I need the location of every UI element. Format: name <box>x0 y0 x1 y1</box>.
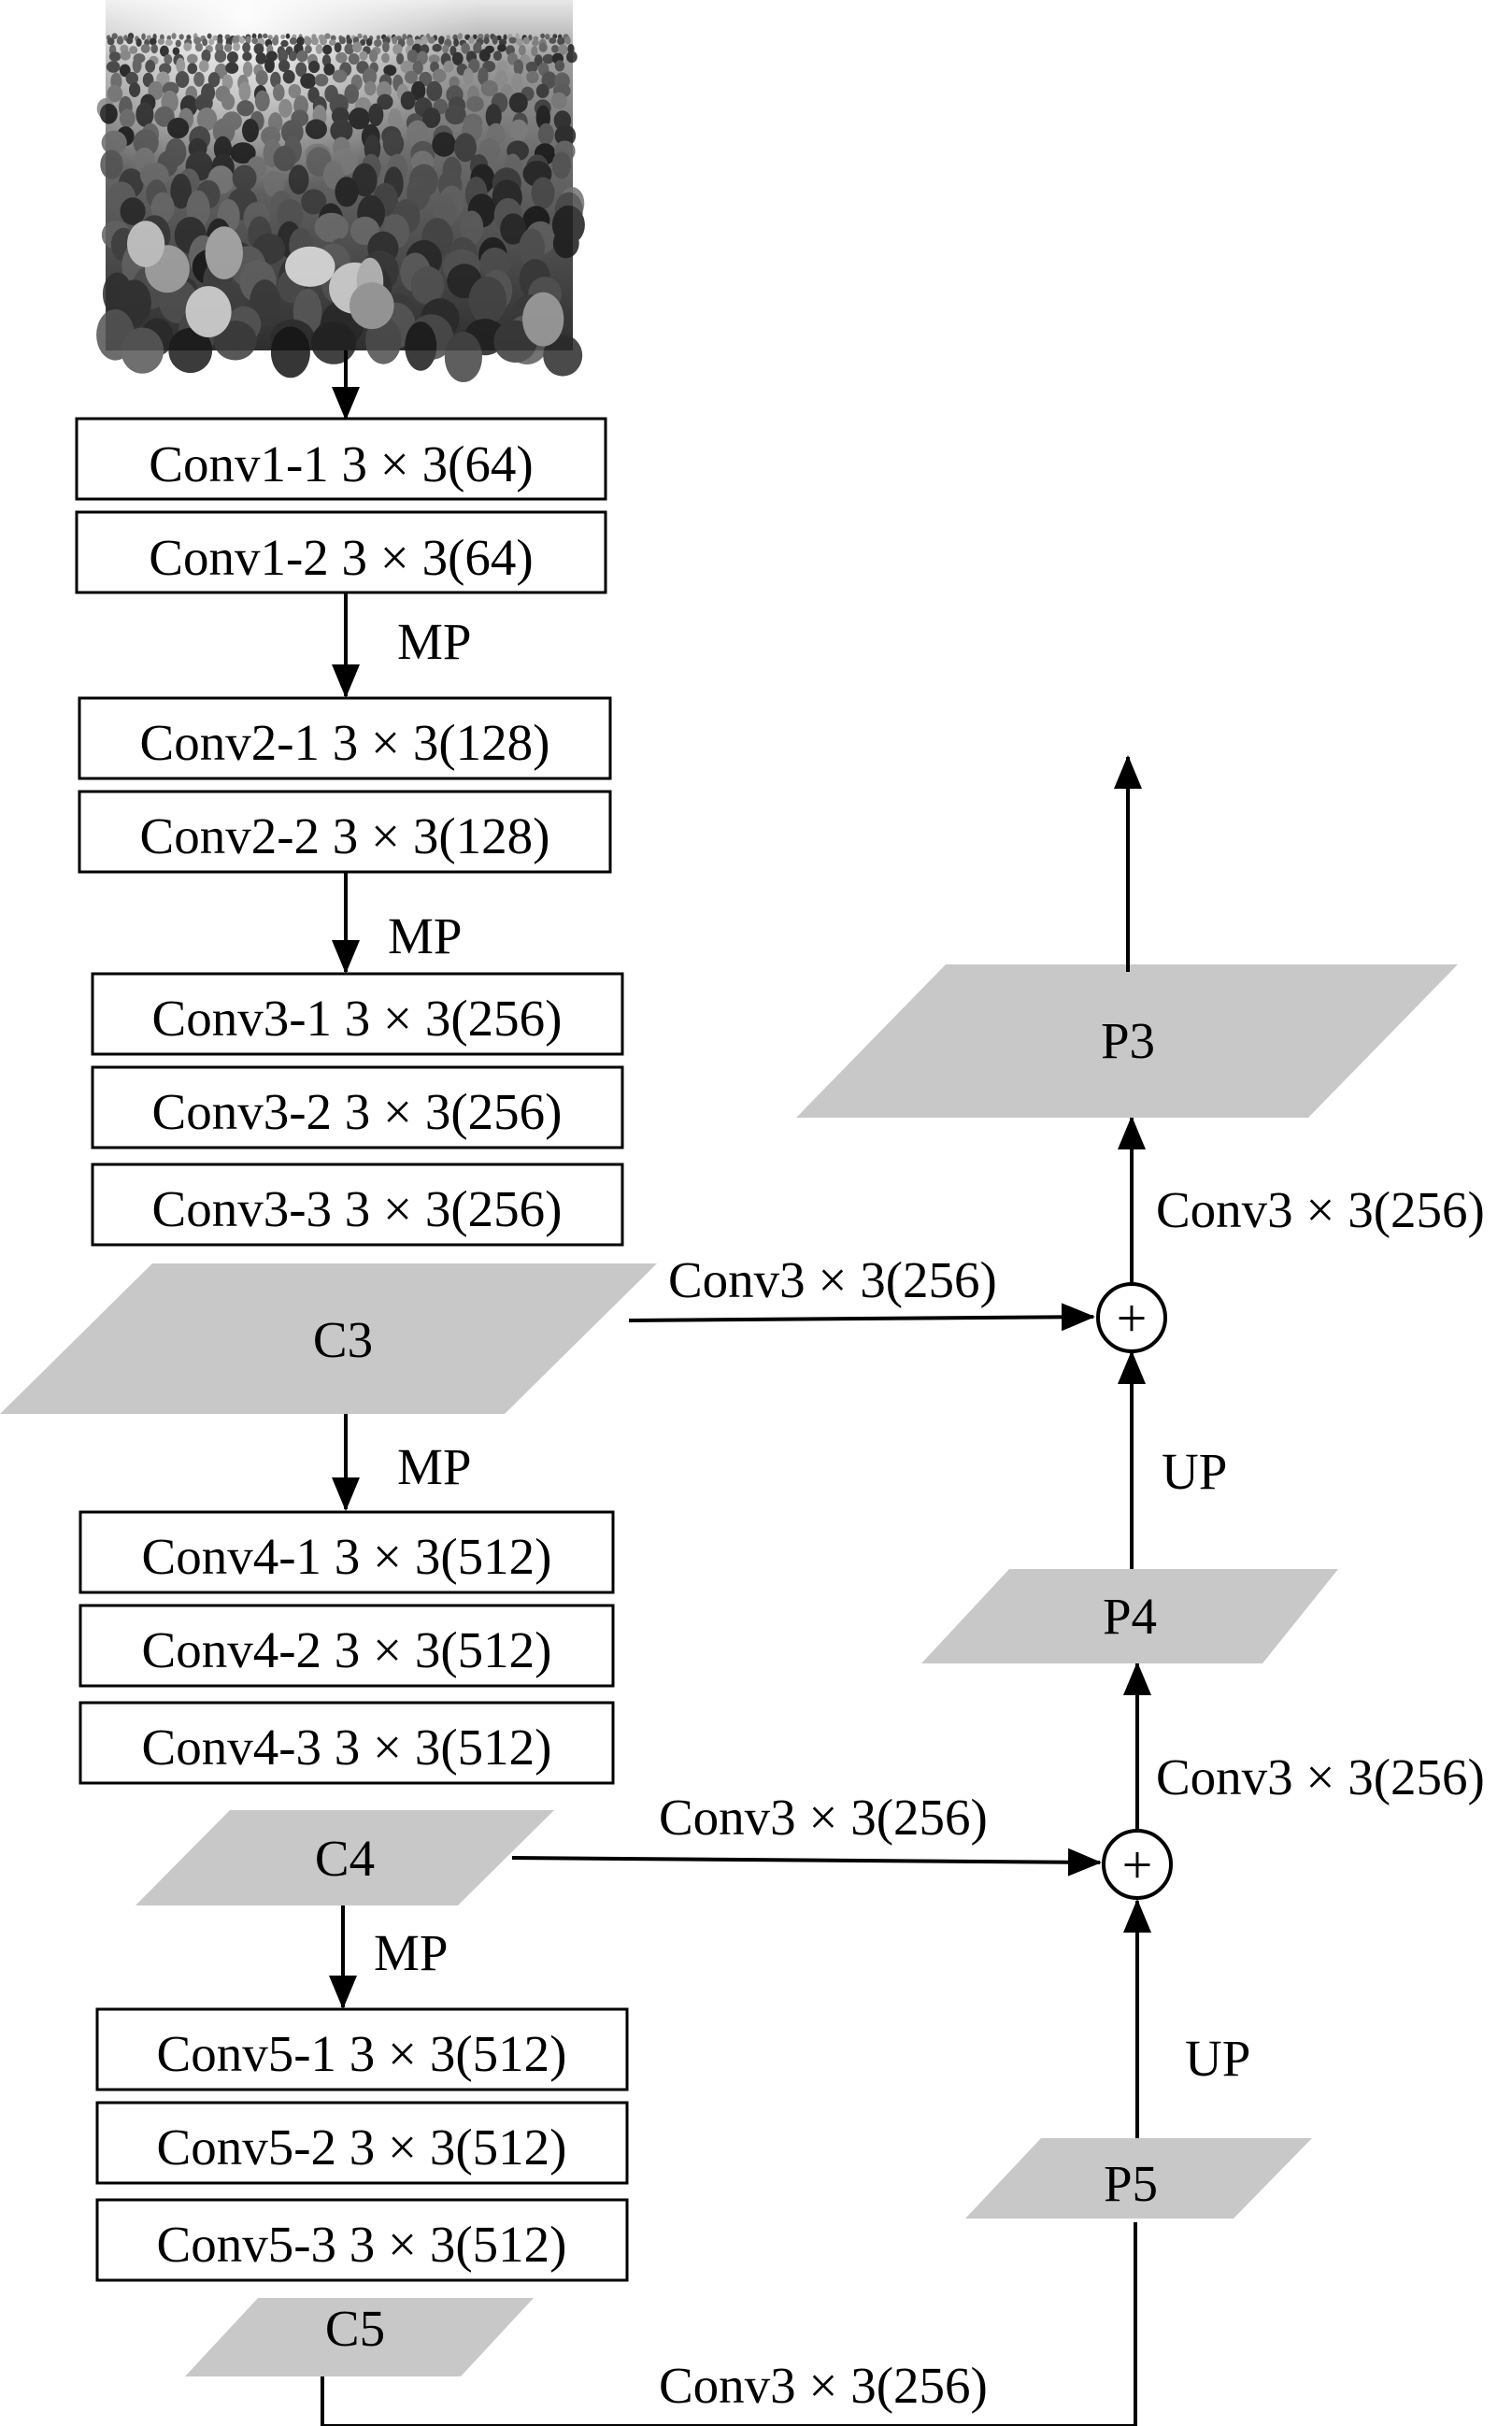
conv5-3-label: Conv5-3 3 × 3(512) <box>157 2216 567 2273</box>
conv3-1-label: Conv3-1 3 × 3(256) <box>152 990 563 1047</box>
p5-feature-map <box>965 2138 1312 2219</box>
conv4-1-box <box>78 1510 615 1594</box>
conv3-2-label: Conv3-2 3 × 3(256) <box>152 1083 563 1140</box>
p4-up-label: UP <box>1162 1443 1227 1500</box>
conv4-3-label: Conv4-3 3 × 3(512) <box>142 1719 552 1776</box>
c5-label: C5 <box>325 2300 385 2357</box>
p4-feature-map <box>921 1569 1338 1663</box>
mp-label-2: MP <box>388 907 463 964</box>
c3-lateral-label: Conv3 × 3(256) <box>668 1251 997 1308</box>
conv5-1-box <box>95 2007 629 2091</box>
conv3-2-box <box>91 1065 624 1149</box>
conv5-2-box <box>95 2101 629 2185</box>
conv2-2-box <box>78 790 612 874</box>
conv4-3-box <box>78 1701 615 1785</box>
conv4-1-label: Conv4-1 3 × 3(512) <box>142 1528 552 1585</box>
stage3-block: Conv3-1 3 × 3(256) Conv3-2 3 × 3(256) Co… <box>91 972 624 1247</box>
conv3-3-box <box>91 1163 624 1247</box>
c4-lateral-label: Conv3 × 3(256) <box>659 1789 988 1846</box>
c4-feature-map <box>136 1810 554 1905</box>
stage2-block: Conv2-1 3 × 3(128) Conv2-2 3 × 3(128) <box>78 696 612 874</box>
mp-label-4: MP <box>374 1924 449 1981</box>
add-node-2-symbol: + <box>1122 1834 1153 1895</box>
mp-label-3: MP <box>397 1438 472 1495</box>
conv1-2-box <box>75 510 607 594</box>
conv4-2-box <box>78 1604 615 1688</box>
conv1-1-box <box>75 417 607 501</box>
p5-label: P5 <box>1104 2155 1158 2212</box>
conv5-3-box <box>95 2198 629 2282</box>
conv3-1-box <box>91 972 624 1056</box>
conv5-1-label: Conv5-1 3 × 3(512) <box>157 2025 567 2082</box>
p3-label: P3 <box>1101 1012 1155 1069</box>
stage1-block: Conv1-1 3 × 3(64) Conv1-2 3 × 3(64) <box>75 417 607 594</box>
path-c5-to-p5 <box>321 2222 1137 2426</box>
c5-lateral-label: Conv3 × 3(256) <box>659 2357 988 2414</box>
conv1-1-label: Conv1-1 3 × 3(64) <box>149 435 533 492</box>
p3-feature-map <box>796 964 1458 1118</box>
c4-label: C4 <box>315 1830 375 1887</box>
conv2-2-label: Conv2-2 3 × 3(128) <box>140 807 550 864</box>
p4-label: P4 <box>1103 1588 1157 1645</box>
sum1-to-p3-label: Conv3 × 3(256) <box>1156 1181 1485 1238</box>
c3-feature-map <box>0 1263 657 1414</box>
mp-label-1: MP <box>397 613 472 670</box>
conv4-2-label: Conv4-2 3 × 3(512) <box>142 1621 552 1678</box>
conv1-2-label: Conv1-2 3 × 3(64) <box>149 529 533 586</box>
input-crowd-image <box>96 0 585 382</box>
stage5-block: Conv5-1 3 × 3(512) Conv5-2 3 × 3(512) Co… <box>95 2007 629 2282</box>
conv5-2-label: Conv5-2 3 × 3(512) <box>157 2119 567 2176</box>
stage4-block: Conv4-1 3 × 3(512) Conv4-2 3 × 3(512) Co… <box>78 1510 615 1785</box>
sum2-to-p4-label: Conv3 × 3(256) <box>1156 1748 1485 1805</box>
add-node-1-symbol: + <box>1117 1288 1148 1349</box>
conv2-1-box <box>78 696 612 780</box>
arrow-c3-to-sum <box>628 1303 1095 1332</box>
conv2-1-label: Conv2-1 3 × 3(128) <box>140 714 550 771</box>
p5-up-label: UP <box>1185 2030 1250 2087</box>
c3-label: C3 <box>313 1311 373 1368</box>
c5-feature-map <box>185 2298 534 2376</box>
arrow-c4-to-sum <box>511 1848 1102 1877</box>
conv3-3-label: Conv3-3 3 × 3(256) <box>152 1180 563 1237</box>
